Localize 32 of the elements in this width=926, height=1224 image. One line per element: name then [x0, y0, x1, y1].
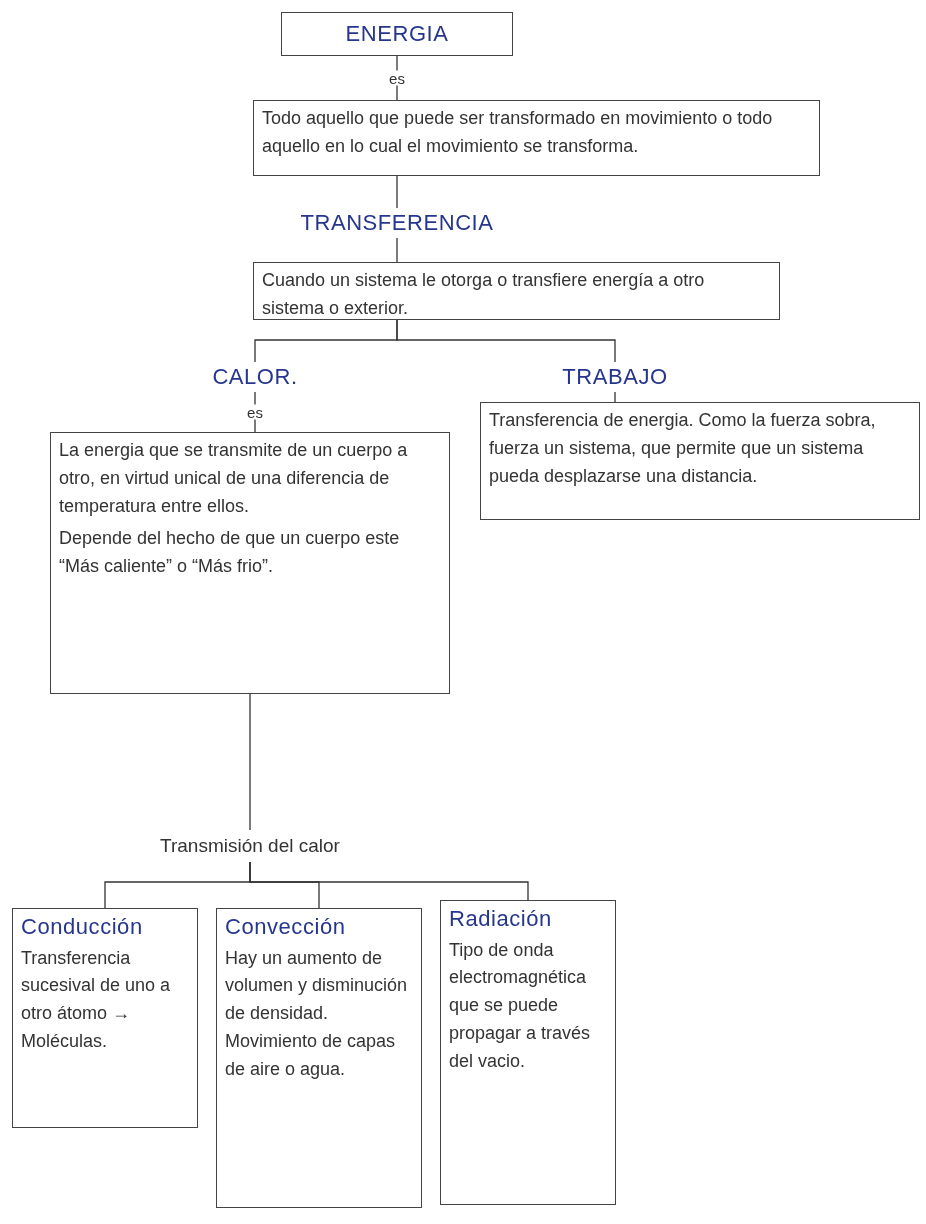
- heading-text: CALOR.: [212, 363, 298, 391]
- body-text: Transmisión del calor: [160, 833, 340, 858]
- body-text: Tipo de onda electromagnética que se puede propagar a través del vacio.: [449, 938, 592, 1074]
- concept-box: [12, 908, 198, 1128]
- body-text: Hay un aumento de volumen y disminución de densidad. Movimiento de capas de aire o agua.: [225, 946, 409, 1082]
- body-text: Transferencia sucesival de uno a otro átomo → Moléculas.: [21, 946, 172, 1054]
- connector-line: [614, 391, 616, 403]
- concept-box: [440, 900, 616, 1205]
- connector-line: [249, 693, 251, 831]
- concept-box: [216, 908, 422, 1208]
- body-text: Cuando un sistema le otorga o transfiere energía a otro sistema o exterior.: [262, 269, 706, 320]
- body-text: Todo aquello que puede ser transformado en movimiento o todo aquello en lo cual el movimiento se transforma.: [262, 107, 774, 158]
- definition-box: [50, 432, 450, 694]
- body-text: La energia que se transmite de un cuerpo a otro, en virtud unical de una diferencia de temperatura entre ellos.: [59, 439, 409, 518]
- heading-text: Convección: [225, 913, 347, 941]
- connector-line: [254, 391, 256, 433]
- heading-text: Radiación: [449, 905, 553, 933]
- definition-box: [253, 100, 820, 176]
- connector-line: [396, 55, 398, 101]
- definition-box: [480, 402, 920, 520]
- body-text: Depende del hecho de que un cuerpo este “Más caliente” o “Más frio”.: [59, 526, 401, 578]
- title-box: [281, 12, 513, 56]
- heading-text: TRABAJO: [562, 363, 668, 391]
- connector-line: [396, 319, 616, 363]
- definition-box: [253, 262, 780, 320]
- connector-line: [249, 861, 529, 901]
- heading-text: TRANSFERENCIA: [300, 209, 494, 237]
- connector-line: [396, 237, 398, 263]
- heading-text: ENERGIA: [345, 20, 449, 48]
- heading-text: Conducción: [21, 913, 144, 941]
- body-text: Transferencia de energia. Como la fuerza sobra, fuerza un sistema, que permite que un sistema pueda desplazarse una distancia.: [489, 409, 877, 488]
- connector-line: [396, 175, 398, 209]
